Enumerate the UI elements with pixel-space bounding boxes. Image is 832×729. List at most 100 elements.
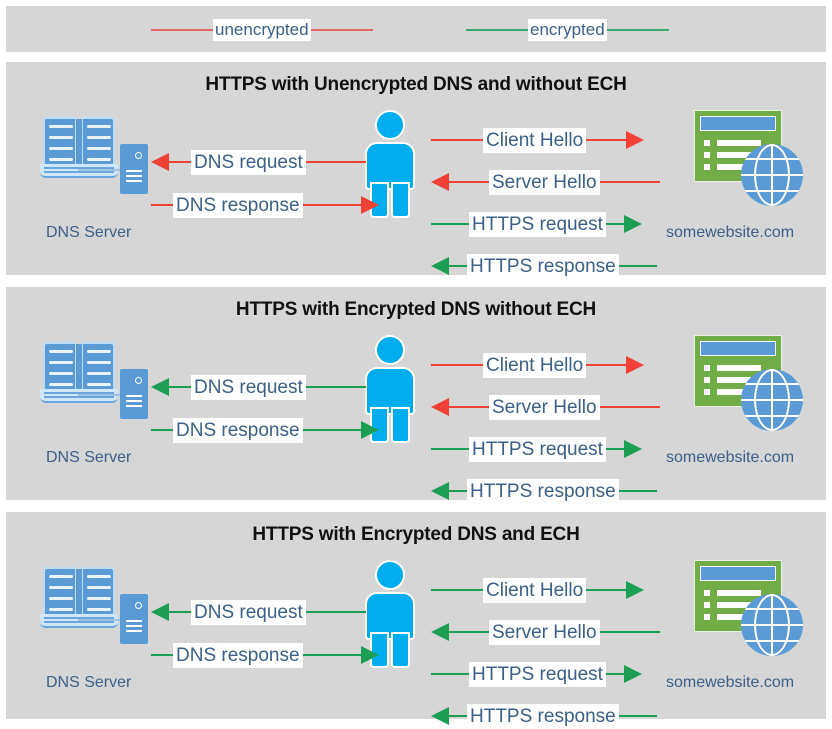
arrow-label: Client Hello: [483, 352, 587, 378]
server-power-dot: [135, 377, 142, 384]
client-person-icon: [361, 335, 419, 443]
panel-title: HTTPS with Encrypted DNS without ECH: [235, 299, 597, 320]
list-bullet: [704, 377, 710, 383]
legend-line-unencrypted-right: [310, 29, 373, 31]
arrow-line: [431, 673, 469, 675]
scenario-panel-1: HTTPS with Unencrypted DNS and without E…: [6, 62, 826, 279]
book-text-line: [87, 361, 111, 364]
book-text-line: [87, 597, 111, 600]
arrow-label: DNS request: [191, 599, 306, 625]
arrow-head-right: [623, 665, 642, 683]
list-bullet: [704, 602, 710, 608]
server-power-dot: [135, 152, 142, 159]
arrow-label: Client Hello: [483, 127, 587, 153]
arrow-head-right: [626, 356, 645, 374]
server-slot: [126, 400, 142, 402]
arrow-head-right: [360, 421, 379, 439]
server-tower-icon: [120, 144, 148, 194]
flow-arrow: DNS response: [151, 192, 379, 218]
book-text-line: [49, 147, 73, 150]
arrow-line: [169, 611, 191, 613]
arrow-head-left: [431, 707, 449, 725]
book-page-left: [43, 342, 77, 392]
arrow-head-left: [431, 257, 449, 275]
dns-server-icon: [34, 564, 154, 660]
flow-arrow: HTTPS request: [431, 436, 642, 462]
flow-arrow: DNS request: [151, 149, 366, 175]
arrow-line: [605, 223, 624, 225]
legend-label-encrypted: encrypted: [528, 19, 607, 41]
arrow-line: [302, 204, 361, 206]
arrow-line: [599, 631, 660, 633]
arrow-head-right: [626, 581, 645, 599]
book-icon: [40, 564, 118, 628]
book-text-line: [87, 608, 111, 611]
server-connector-line: [78, 169, 122, 171]
arrow-label: DNS response: [173, 417, 303, 443]
arrow-head-left: [431, 623, 449, 641]
person-head: [375, 560, 405, 590]
book-text-line: [49, 361, 73, 364]
server-slot: [126, 620, 142, 622]
arrow-head-right: [626, 131, 645, 149]
globe-parallel: [741, 608, 803, 610]
list-bullet: [704, 164, 710, 170]
globe-parallel: [741, 399, 803, 401]
person-leg-right: [391, 182, 410, 218]
book-page-left: [43, 567, 77, 617]
arrow-label: DNS response: [173, 192, 303, 218]
book-text-line: [49, 383, 73, 386]
book-text-line: [87, 586, 111, 589]
server-slot: [126, 625, 142, 627]
legend-line-encrypted-right: [606, 29, 669, 31]
book-pages-edge: [40, 164, 118, 178]
arrow-head-right: [360, 196, 379, 214]
flow-arrow: HTTPS response: [431, 478, 657, 504]
arrow-line: [586, 364, 627, 366]
list-row: [717, 164, 761, 170]
arrow-line: [169, 386, 191, 388]
arrow-line: [599, 406, 660, 408]
legend-label-unencrypted: unencrypted: [213, 19, 311, 41]
arrow-head-left: [151, 603, 169, 621]
book-text-line: [87, 136, 111, 139]
browser-titlebar: [700, 341, 776, 356]
dns-server-icon: [34, 114, 154, 210]
arrow-head-right: [360, 646, 379, 664]
book-text-line: [49, 372, 73, 375]
list-bullet: [704, 614, 710, 620]
book-spine: [76, 569, 82, 615]
book-text-line: [87, 575, 111, 578]
arrow-line: [431, 589, 483, 591]
flow-arrow: Client Hello: [431, 352, 645, 378]
legend-item-unencrypted: unencrypted: [151, 18, 373, 42]
list-row: [717, 365, 761, 371]
arrow-label: DNS response: [173, 642, 303, 668]
globe-icon: [741, 144, 803, 206]
arrow-line: [302, 429, 361, 431]
dns-server-label: DNS Server: [46, 674, 132, 691]
list-bullet: [704, 365, 710, 371]
globe-parallel: [741, 624, 803, 626]
book-pages-edge: [40, 389, 118, 403]
book-text-line: [49, 586, 73, 589]
book-text-line: [87, 383, 111, 386]
book-page-right: [81, 567, 115, 617]
website-icon: [694, 110, 804, 210]
book-spine: [76, 344, 82, 390]
arrow-label: DNS request: [191, 149, 306, 175]
arrow-line: [605, 673, 624, 675]
legend-item-encrypted: encrypted: [466, 18, 669, 42]
browser-titlebar: [700, 566, 776, 581]
arrow-line: [618, 715, 657, 717]
dns-server-label: DNS Server: [46, 449, 132, 466]
arrow-line: [305, 611, 366, 613]
arrow-line: [305, 161, 366, 163]
server-slot: [126, 180, 142, 182]
arrow-line: [449, 631, 489, 633]
flow-arrow: Server Hello: [431, 619, 660, 645]
website-icon: [694, 335, 804, 435]
book-text-line: [49, 158, 73, 161]
book-text-line: [49, 608, 73, 611]
